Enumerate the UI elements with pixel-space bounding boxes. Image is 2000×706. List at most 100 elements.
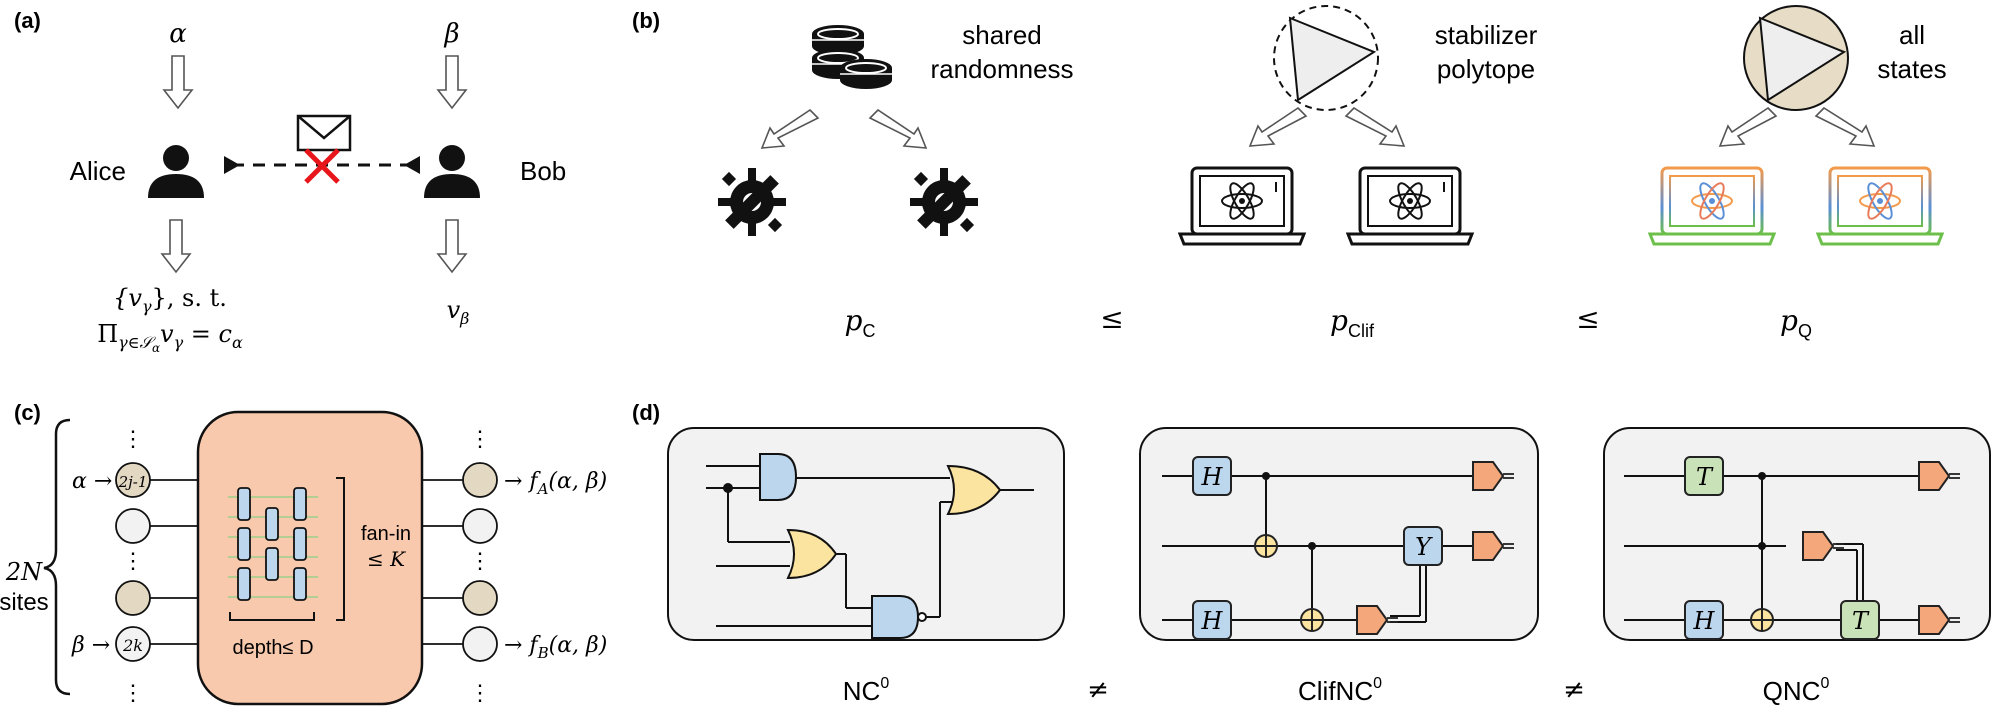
svg-text:⋮: ⋮ — [122, 549, 144, 574]
alpha-to-node: α → — [72, 469, 112, 494]
stabilizer-polytope-icon — [1273, 5, 1379, 111]
svg-text:⋮: ⋮ — [122, 427, 144, 452]
fan-in-label: fan-in — [361, 523, 411, 545]
node — [115, 580, 151, 616]
caption-randomness: randomness — [930, 54, 1073, 84]
caption-polytope: polytope — [1437, 54, 1535, 84]
fan-in-bracket — [336, 477, 345, 621]
internal-circuit — [228, 487, 318, 601]
t-gate-controlled: T — [1840, 600, 1880, 640]
classical-device-right-icon — [910, 168, 978, 236]
bob-output: vβ — [447, 296, 470, 328]
svg-text:H: H — [1201, 463, 1224, 491]
node — [462, 462, 498, 498]
depth-label: depth≤ D — [232, 637, 313, 659]
panel-c-label: (c) — [14, 400, 41, 425]
or-gate — [786, 528, 838, 580]
output-fa: → fA(α, β) — [504, 469, 607, 498]
y-gate: Y — [1403, 526, 1443, 566]
prob-classical: pC — [845, 304, 876, 341]
sites-label: sites — [0, 589, 49, 616]
channel-arrow-right-icon — [404, 156, 420, 174]
split-arrow-left-icon — [1718, 106, 1778, 147]
h-gate-bottom: H — [1192, 600, 1232, 640]
prob-quantum: pQ — [1780, 304, 1812, 341]
alice-output-arrow-icon — [161, 219, 191, 273]
cnot-target-icon — [1254, 534, 1278, 558]
svg-text:⋮: ⋮ — [469, 681, 491, 706]
nand-gate — [871, 595, 920, 639]
depth-bracket — [229, 612, 315, 621]
right-node-column: ⋮ ⋮ ⋮ — [462, 427, 498, 706]
circuit-block — [196, 410, 424, 706]
class-nc0: NC0 — [843, 675, 890, 706]
two-n-label: 2N — [5, 558, 43, 586]
panel-d-label: (d) — [632, 400, 660, 425]
svg-text:H: H — [1201, 607, 1224, 635]
node — [462, 626, 498, 662]
beta-input: β — [443, 19, 459, 49]
node — [462, 580, 498, 616]
alpha-arrow-icon — [163, 55, 193, 109]
quantum-laptop-left-icon — [1648, 166, 1776, 246]
caption-stabilizer: stabilizer — [1435, 20, 1538, 50]
panel-a: (a) α Alice β Bob {vγ}, s. t. Πγ∈𝒮αvγ = … — [14, 8, 566, 355]
panel-a-label: (a) — [14, 8, 41, 33]
beta-arrow-icon — [437, 55, 467, 109]
bob-output-arrow-icon — [437, 219, 467, 273]
svg-text:Y: Y — [1415, 533, 1433, 561]
beta-to-node: β → — [71, 633, 110, 658]
or-gate-output — [946, 464, 1002, 516]
alice-person-icon — [148, 145, 204, 198]
left-node-column: ⋮ 2j-1 ⋮ 2k ⋮ — [115, 427, 151, 706]
coins-icon — [811, 24, 893, 90]
alice-label: Alice — [70, 156, 126, 186]
relation-leq-1: ≤ — [1100, 302, 1123, 335]
caption-states: states — [1877, 54, 1946, 84]
svg-text:2k: 2k — [122, 636, 143, 655]
relation-leq-2: ≤ — [1576, 302, 1599, 335]
clifford-laptop-left-icon — [1178, 166, 1306, 246]
panel-b-label: (b) — [632, 8, 660, 33]
split-arrow-left-icon — [760, 108, 820, 149]
alpha-input: α — [169, 19, 187, 49]
split-arrow-right-icon — [1344, 106, 1406, 147]
forbidden-x-icon — [304, 148, 340, 184]
cnot-target-icon — [1300, 608, 1324, 632]
relation-neq-2: ≠ — [1563, 675, 1585, 705]
channel-arrow-left-icon — [224, 156, 240, 174]
h-gate-top: H — [1192, 456, 1232, 496]
envelope-icon — [296, 114, 352, 152]
clifnc0-circuit-box — [1139, 427, 1539, 641]
bob-person-icon — [424, 145, 480, 198]
h-gate-qnc: H — [1684, 600, 1724, 640]
all-states-icon — [1743, 5, 1849, 111]
class-clifnc0: ClifNC0 — [1298, 675, 1382, 706]
svg-text:⋮: ⋮ — [469, 427, 491, 452]
svg-text:T: T — [1852, 607, 1870, 635]
and-gate — [759, 453, 798, 501]
svg-text:⋮: ⋮ — [469, 549, 491, 574]
t-gate-top: T — [1684, 456, 1724, 496]
caption-shared: shared — [962, 20, 1042, 50]
svg-text:2j-1: 2j-1 — [118, 473, 148, 491]
alice-output-line-1: {vγ}, s. t. — [113, 284, 227, 316]
alice-output-line-2: Πγ∈𝒮αvγ = cα — [97, 320, 243, 355]
clifford-laptop-right-icon — [1346, 166, 1474, 246]
panel-b: (b) shared randomness stabilizer polytop… — [632, 5, 1947, 341]
sites-brace — [43, 418, 71, 696]
class-qnc0: QNC0 — [1763, 675, 1830, 706]
output-fb: → fB(α, β) — [504, 633, 607, 662]
toffoli-target-icon — [1750, 608, 1774, 632]
split-arrow-left-icon — [1248, 106, 1308, 147]
svg-text:⋮: ⋮ — [122, 681, 144, 706]
split-arrow-right-icon — [1814, 106, 1876, 147]
node — [115, 508, 151, 544]
svg-text:T: T — [1696, 463, 1714, 491]
prob-clifford: pClif — [1330, 304, 1375, 341]
caption-all: all — [1899, 20, 1925, 50]
fan-in-bound: ≤ K — [367, 547, 406, 571]
panel-c: (c) 2N sites ⋮ 2j-1 ⋮ 2k ⋮ α → β → — [0, 400, 607, 706]
panel-d: (d) — [632, 400, 1991, 706]
